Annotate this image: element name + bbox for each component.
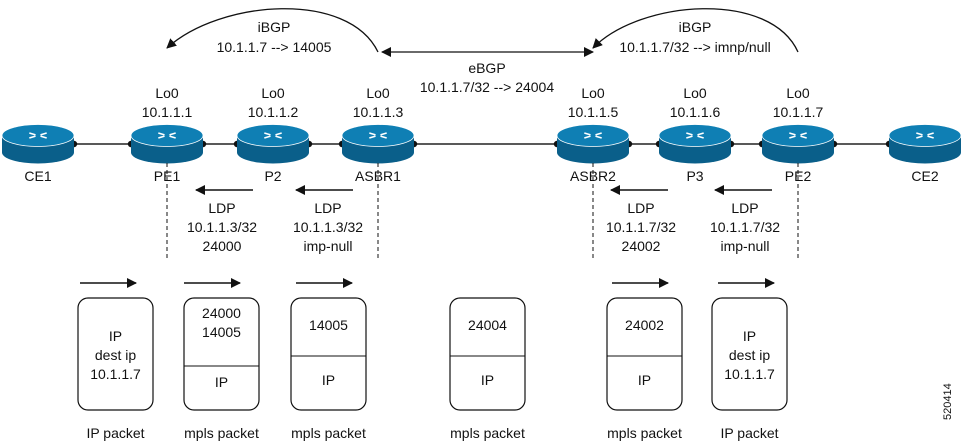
router-icon bbox=[658, 124, 732, 147]
loopback-ip: 10.1.1.6 bbox=[670, 104, 721, 120]
packet-line: IP bbox=[109, 328, 122, 344]
ebgp-detail: 10.1.1.7/32 --> 24004 bbox=[420, 79, 554, 95]
router-label: PE1 bbox=[154, 168, 181, 184]
ldp-1-title: LDP bbox=[208, 200, 235, 216]
router-p3[interactable]: P3 Lo0 10.1.1.6 bbox=[658, 85, 732, 184]
ldp-labels: LDP 10.1.1.3/32 24000 LDP 10.1.1.3/32 im… bbox=[187, 200, 780, 254]
packet-ip-ingress: IP dest ip 10.1.1.7 IP packet bbox=[77, 297, 154, 441]
loopback-ip: 10.1.1.5 bbox=[568, 104, 619, 120]
loopback-ip: 10.1.1.2 bbox=[248, 104, 299, 120]
mpls-label: 24002 bbox=[625, 317, 664, 333]
router-label: ASBR1 bbox=[355, 168, 401, 184]
ldp-3-title: LDP bbox=[627, 200, 654, 216]
router-label: CE1 bbox=[24, 168, 51, 184]
loopback-ip: 10.1.1.3 bbox=[353, 104, 404, 120]
mpls-label: 24004 bbox=[468, 317, 507, 333]
router-icon bbox=[236, 124, 310, 147]
router-arrows-icon bbox=[264, 132, 282, 139]
packet-line: IP bbox=[743, 328, 756, 344]
router-icon bbox=[556, 124, 630, 147]
packet-mpls-14005: 14005 IP mpls packet bbox=[290, 297, 367, 441]
router-icon bbox=[341, 124, 415, 147]
router-label: P3 bbox=[686, 168, 703, 184]
router-asbr2[interactable]: ASBR2 Lo0 10.1.1.5 bbox=[556, 85, 630, 184]
router-arrows-icon bbox=[584, 132, 602, 139]
packet-ip-egress: IP dest ip 10.1.1.7 IP packet bbox=[711, 297, 788, 441]
loopback-ip: 10.1.1.7 bbox=[773, 104, 824, 120]
router-ce1[interactable]: CE1 bbox=[1, 124, 75, 185]
router-arrows-icon bbox=[916, 132, 934, 139]
router-pe2[interactable]: PE2 Lo0 10.1.1.7 bbox=[761, 85, 835, 184]
router-arrows-icon bbox=[789, 132, 807, 139]
packet-line: dest ip bbox=[95, 347, 136, 363]
packet-line: 10.1.1.7 bbox=[724, 366, 775, 382]
ldp-3-prefix: 10.1.1.7/32 bbox=[606, 219, 676, 235]
ldp-1-prefix: 10.1.1.3/32 bbox=[187, 219, 257, 235]
packet-line: dest ip bbox=[729, 347, 770, 363]
router-icon bbox=[1, 124, 75, 147]
router-icon bbox=[888, 124, 961, 147]
ibgp-left-title: iBGP bbox=[258, 19, 291, 35]
router-icon bbox=[761, 124, 835, 147]
loopback-ip: 10.1.1.1 bbox=[142, 104, 193, 120]
mpls-label: 14005 bbox=[309, 317, 348, 333]
router-arrows-icon bbox=[158, 132, 176, 139]
packet-caption: IP packet bbox=[86, 425, 144, 441]
loopback-name: Lo0 bbox=[683, 85, 707, 101]
loopback-name: Lo0 bbox=[366, 85, 390, 101]
loopback-name: Lo0 bbox=[155, 85, 179, 101]
ibgp-session-right: iBGP 10.1.1.7/32 --> imnp/null bbox=[592, 8, 799, 55]
ibgp-right-detail: 10.1.1.7/32 --> imnp/null bbox=[619, 39, 770, 55]
ibgp-right-title: iBGP bbox=[679, 19, 712, 35]
ldp-1-label: 24000 bbox=[203, 238, 242, 254]
loopback-name: Lo0 bbox=[261, 85, 285, 101]
payload-label: IP bbox=[638, 372, 651, 388]
payload-label: IP bbox=[322, 372, 335, 388]
router-arrows-icon bbox=[369, 132, 387, 139]
router-icon bbox=[130, 124, 204, 147]
ebgp-session: eBGP 10.1.1.7/32 --> 24004 bbox=[381, 47, 594, 95]
ldp-4-prefix: 10.1.1.7/32 bbox=[710, 219, 780, 235]
loopback-name: Lo0 bbox=[786, 85, 810, 101]
router-arrows-icon bbox=[686, 132, 704, 139]
mpls-label: 14005 bbox=[202, 324, 241, 340]
packet-caption: mpls packet bbox=[607, 425, 682, 441]
router-label: CE2 bbox=[911, 168, 938, 184]
ldp-2-label: imp-null bbox=[303, 238, 352, 254]
router-p2[interactable]: P2 Lo0 10.1.1.2 bbox=[236, 85, 310, 184]
packet-mpls-24004: 24004 IP mpls packet bbox=[449, 297, 526, 441]
router-ce2[interactable]: CE2 bbox=[888, 124, 961, 185]
ldp-2-prefix: 10.1.1.3/32 bbox=[293, 219, 363, 235]
loopback-name: Lo0 bbox=[581, 85, 605, 101]
figure-id: 520414 bbox=[942, 383, 954, 420]
mpls-label: 24000 bbox=[202, 305, 241, 321]
packet-line: 10.1.1.7 bbox=[90, 366, 141, 382]
ldp-3-label: 24002 bbox=[622, 238, 661, 254]
router-asbr1[interactable]: ASBR1 Lo0 10.1.1.3 bbox=[341, 85, 415, 184]
ldp-2-title: LDP bbox=[314, 200, 341, 216]
ldp-4-title: LDP bbox=[731, 200, 758, 216]
router-arrows-icon bbox=[29, 132, 47, 139]
ldp-4-label: imp-null bbox=[720, 238, 769, 254]
payload-label: IP bbox=[481, 372, 494, 388]
ibgp-session-left: iBGP 10.1.1.7 --> 14005 bbox=[166, 8, 379, 55]
router-pe1[interactable]: PE1 Lo0 10.1.1.1 bbox=[130, 85, 204, 184]
packet-caption: mpls packet bbox=[450, 425, 525, 441]
packet-mpls-24002: 24002 IP mpls packet bbox=[606, 297, 683, 441]
ebgp-title: eBGP bbox=[468, 60, 505, 76]
packet-caption: IP packet bbox=[720, 425, 778, 441]
router-label: P2 bbox=[264, 168, 281, 184]
payload-label: IP bbox=[215, 374, 228, 390]
dashed-guides bbox=[166, 163, 799, 258]
packet-mpls-two-labels: 24000 14005 IP mpls packet bbox=[183, 297, 260, 441]
router-label: PE2 bbox=[785, 168, 812, 184]
packet-caption: mpls packet bbox=[291, 425, 366, 441]
ibgp-left-detail: 10.1.1.7 --> 14005 bbox=[217, 39, 332, 55]
packet-caption: mpls packet bbox=[184, 425, 259, 441]
router-label: ASBR2 bbox=[570, 168, 616, 184]
